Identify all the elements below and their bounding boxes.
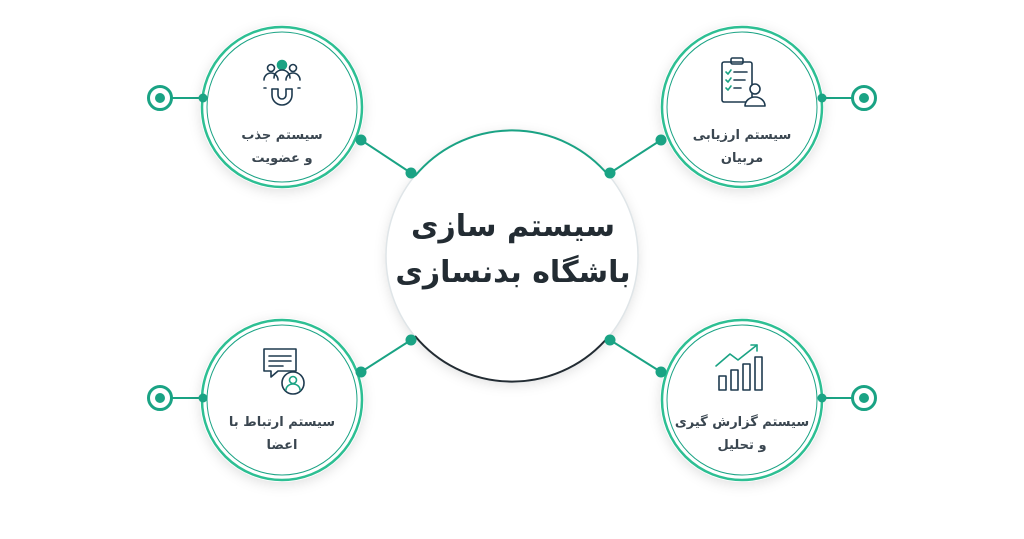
- center-title-line1: سیستم سازی: [410, 209, 616, 244]
- dot-side-br: [817, 393, 827, 403]
- dot-tl-outer: [355, 134, 367, 146]
- connector-bottom-right: [609, 339, 662, 373]
- label-top-right: سیستم ارزیابی مربیان: [667, 124, 817, 170]
- node-top-left: [200, 25, 364, 189]
- node-bottom-right: [660, 318, 824, 482]
- label-bottom-right: سیستم گزارش گیری و تحلیل: [667, 411, 817, 457]
- ring-dot-left-bottom: [147, 385, 173, 411]
- label-bottom-right-line1: سیستم گزارش گیری: [674, 415, 810, 430]
- connectors: [172, 97, 852, 399]
- ring-dot-left-top: [147, 85, 173, 111]
- label-top-left-line2: و عضویت: [251, 151, 313, 166]
- dot-br-inner: [604, 334, 616, 346]
- label-bottom-left-line2: اعضا: [266, 438, 298, 453]
- dot-tr-outer: [655, 134, 667, 146]
- node-top-right: [660, 25, 824, 189]
- ring-dot-right-top: [851, 85, 877, 111]
- label-top-right-line1: سیستم ارزیابی: [692, 128, 792, 143]
- dot-bl-inner: [405, 334, 417, 346]
- dot-tr-inner: [604, 167, 616, 179]
- center-node: [385, 129, 639, 383]
- clipboard-person-icon: [721, 57, 766, 107]
- label-bottom-left-line1: سیستم ارتباط با: [228, 415, 336, 430]
- node-bottom-left: [200, 318, 364, 482]
- dot-bl-outer: [355, 366, 367, 378]
- dot-side-tl: [198, 93, 208, 103]
- center-title-line2: باشگاه بدنسازی: [395, 255, 631, 290]
- connector-bottom-left: [360, 339, 412, 373]
- connector-top-right: [609, 139, 662, 174]
- magnet-users-icon: [263, 59, 301, 106]
- label-bottom-left: سیستم ارتباط با اعضا: [207, 411, 357, 457]
- center-title: سیستم سازی باشگاه بدنسازی: [385, 204, 641, 296]
- dot-side-bl: [198, 393, 208, 403]
- ring-dot-right-bottom: [851, 385, 877, 411]
- connector-top-left: [360, 139, 412, 174]
- bar-chart-growth-icon: [715, 344, 763, 391]
- label-top-right-line2: مربیان: [720, 151, 764, 166]
- label-top-left: سیستم جذب و عضویت: [207, 124, 357, 170]
- dot-br-outer: [655, 366, 667, 378]
- connector-dots: [198, 93, 827, 403]
- dot-side-tr: [817, 93, 827, 103]
- label-bottom-right-line2: و تحلیل: [717, 438, 767, 453]
- label-top-left-line1: سیستم جذب: [241, 128, 323, 143]
- dot-tl-inner: [405, 167, 417, 179]
- chat-user-icon: [263, 348, 305, 395]
